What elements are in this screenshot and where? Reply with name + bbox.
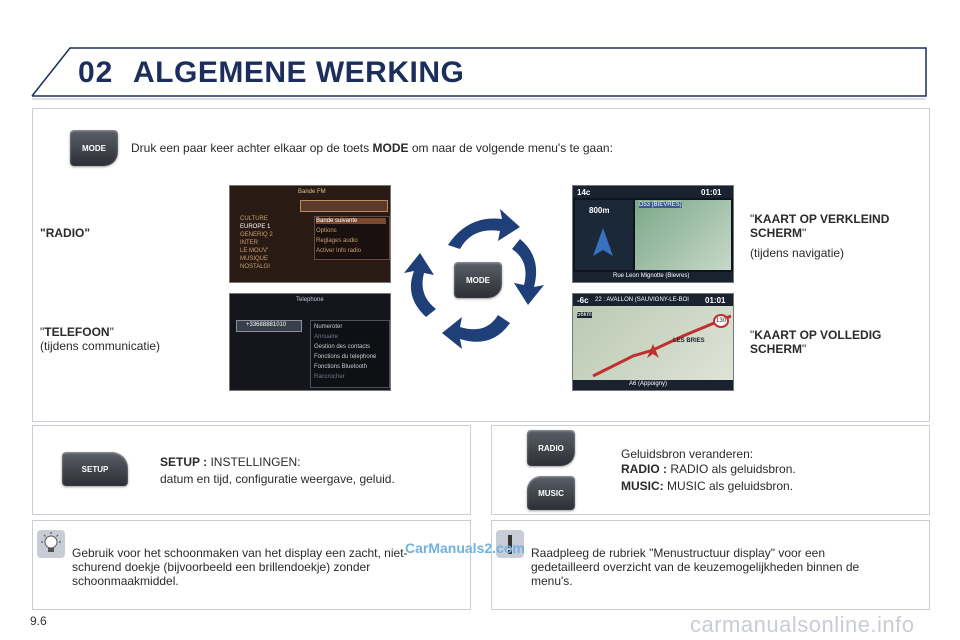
radio-list-item: GENERIQ 2 [240,232,273,238]
intro-text: Druk een paar keer achter elkaar op de t… [131,141,613,155]
menu-kaart-verkleind-label: "KAART OP VERKLEIND SCHERM" (tijdens nav… [750,212,920,260]
radio-submenu-item: Activer Info radio [316,248,362,254]
note-section [491,520,930,610]
nav-small-screen: 14c 01:01 800m D53 (BIEVRES) Rue Leon Mi… [572,185,734,283]
lightbulb-icon [37,530,65,558]
phone-menu-item: Fonctions Bluetooth [314,364,368,370]
radio-list-item: NOSTALGI [240,264,270,270]
radio-list-item: CULTURE [240,216,268,222]
nav-full-temp: -6c [577,296,589,305]
radio-list-item: LE MOUV' [240,248,269,254]
radio-submenu-item: Reglages audio [316,238,358,244]
setup-text: SETUP : INSTELLINGEN: [160,455,301,469]
phone-menu-item: Fonctions du telephone [314,354,377,360]
setup-description: datum en tijd, configuratie weergave, ge… [160,472,395,486]
radio-screen: Bande FM CULTURE EUROPE 1 GENERIQ 2 INTE… [229,185,391,283]
nav-small-road: D53 (BIEVRES) [639,202,682,208]
nav-full-distance: 56km [577,312,592,318]
radio-submenu-item: Bande suivante [316,218,386,224]
tip-text: Gebruik voor het schoonmaken van het dis… [72,546,408,588]
exclamation-icon [496,530,524,558]
phone-menu-item: Numeroter [314,324,343,330]
radio-screen-topbar [300,200,388,212]
chapter-number: 02 [78,56,114,89]
nav-full-speed-sign: 130 [713,314,729,328]
mode-cycle-arrows [404,209,544,349]
radio-button-image: RADIO [527,430,575,466]
radio-list-item: EUROPE 1 [240,224,271,230]
music-button-image: MUSIC [527,476,575,510]
nav-full-time: 01:01 [705,296,726,305]
nav-small-topbar [573,186,733,198]
source-music-line: MUSIC: MUSIC als geluidsbron. [621,479,794,493]
phone-menu-item: Annuaire [314,334,339,340]
source-title: Geluidsbron veranderen: [621,447,754,461]
menu-radio-label: "RADIO" [40,226,91,240]
tip-section [32,520,471,610]
mode-button-label: MODE [82,143,106,153]
mode-button-center-image: MODE [454,262,502,298]
nav-small-distance: 800m [589,206,610,215]
nav-small-map [635,200,731,270]
phone-menu-item: Gestion des contacts [314,344,371,350]
phone-number: +33688881010 [246,322,287,328]
radio-button-label: RADIO [538,443,564,453]
mode-button-image: MODE [70,130,118,166]
watermark: CarManuals2.com [405,540,525,556]
nav-full-place: LES BRIES [673,338,705,344]
phone-screen: Telephone +33688881010 Numeroter Annuair… [229,293,391,391]
nav-full-screen: -6c 22 : AVALLON (SAUVIGNY-LE-BOI 01:01 … [572,293,734,391]
arrow-right-icon [512,239,544,305]
footer-watermark: carmanualsonline.info [690,612,915,637]
nav-full-bottombar [573,380,733,390]
phone-menu-panel [310,320,390,388]
nav-small-time: 01:01 [701,188,722,197]
menu-kaart-volledig-label: "KAART OP VOLLEDIG SCHERM" [750,328,882,356]
music-button-label: MUSIC [538,488,564,498]
intro-mode-word: MODE [372,141,409,155]
nav-full-route-line [592,314,732,378]
page-title: ALGEMENE WERKING [133,56,465,89]
nav-small-arrow-icon [593,228,613,256]
nav-full-topbar [573,294,733,306]
nav-small-temp: 14c [577,188,591,197]
source-radio-line: RADIO : RADIO als geluidsbron. [621,462,796,476]
nav-full-road: A6 (Appoigny) [629,381,668,387]
mode-button-center-label: MODE [466,275,490,285]
menu-telefoon-label: "TELEFOON" (tijdens communicatie) [40,325,161,353]
radio-screen-title: Bande FM [298,189,326,195]
menu-telefoon-sub: (tijdens communicatie) [40,339,161,353]
note-text: Raadpleeg de rubriek "Menustructuur disp… [531,546,860,588]
menu-kaart-verkleind-sub: (tijdens navigatie) [750,246,845,260]
nav-small-bottombar [573,272,733,282]
phone-screen-title: Telephone [296,297,324,303]
setup-button-label: SETUP [81,464,109,474]
arrow-bottom-icon [442,315,510,349]
arrow-left-icon [404,253,436,317]
radio-submenu-item: Options [316,228,337,234]
radio-list-item: MUSIQUE [240,256,269,262]
nav-small-street: Rue Leon Mignotte (Bievres) [613,273,690,279]
setup-button-image: SETUP [62,452,128,486]
header-frame [31,47,927,100]
radio-list-item: INTER [240,240,258,246]
page-number: 9.6 [30,614,47,628]
phone-menu-item: Raccrocher [314,374,345,380]
nav-full-route: 22 : AVALLON (SAUVIGNY-LE-BOI [595,297,689,303]
arrow-top-icon [448,209,520,249]
phone-number-field [236,320,302,332]
